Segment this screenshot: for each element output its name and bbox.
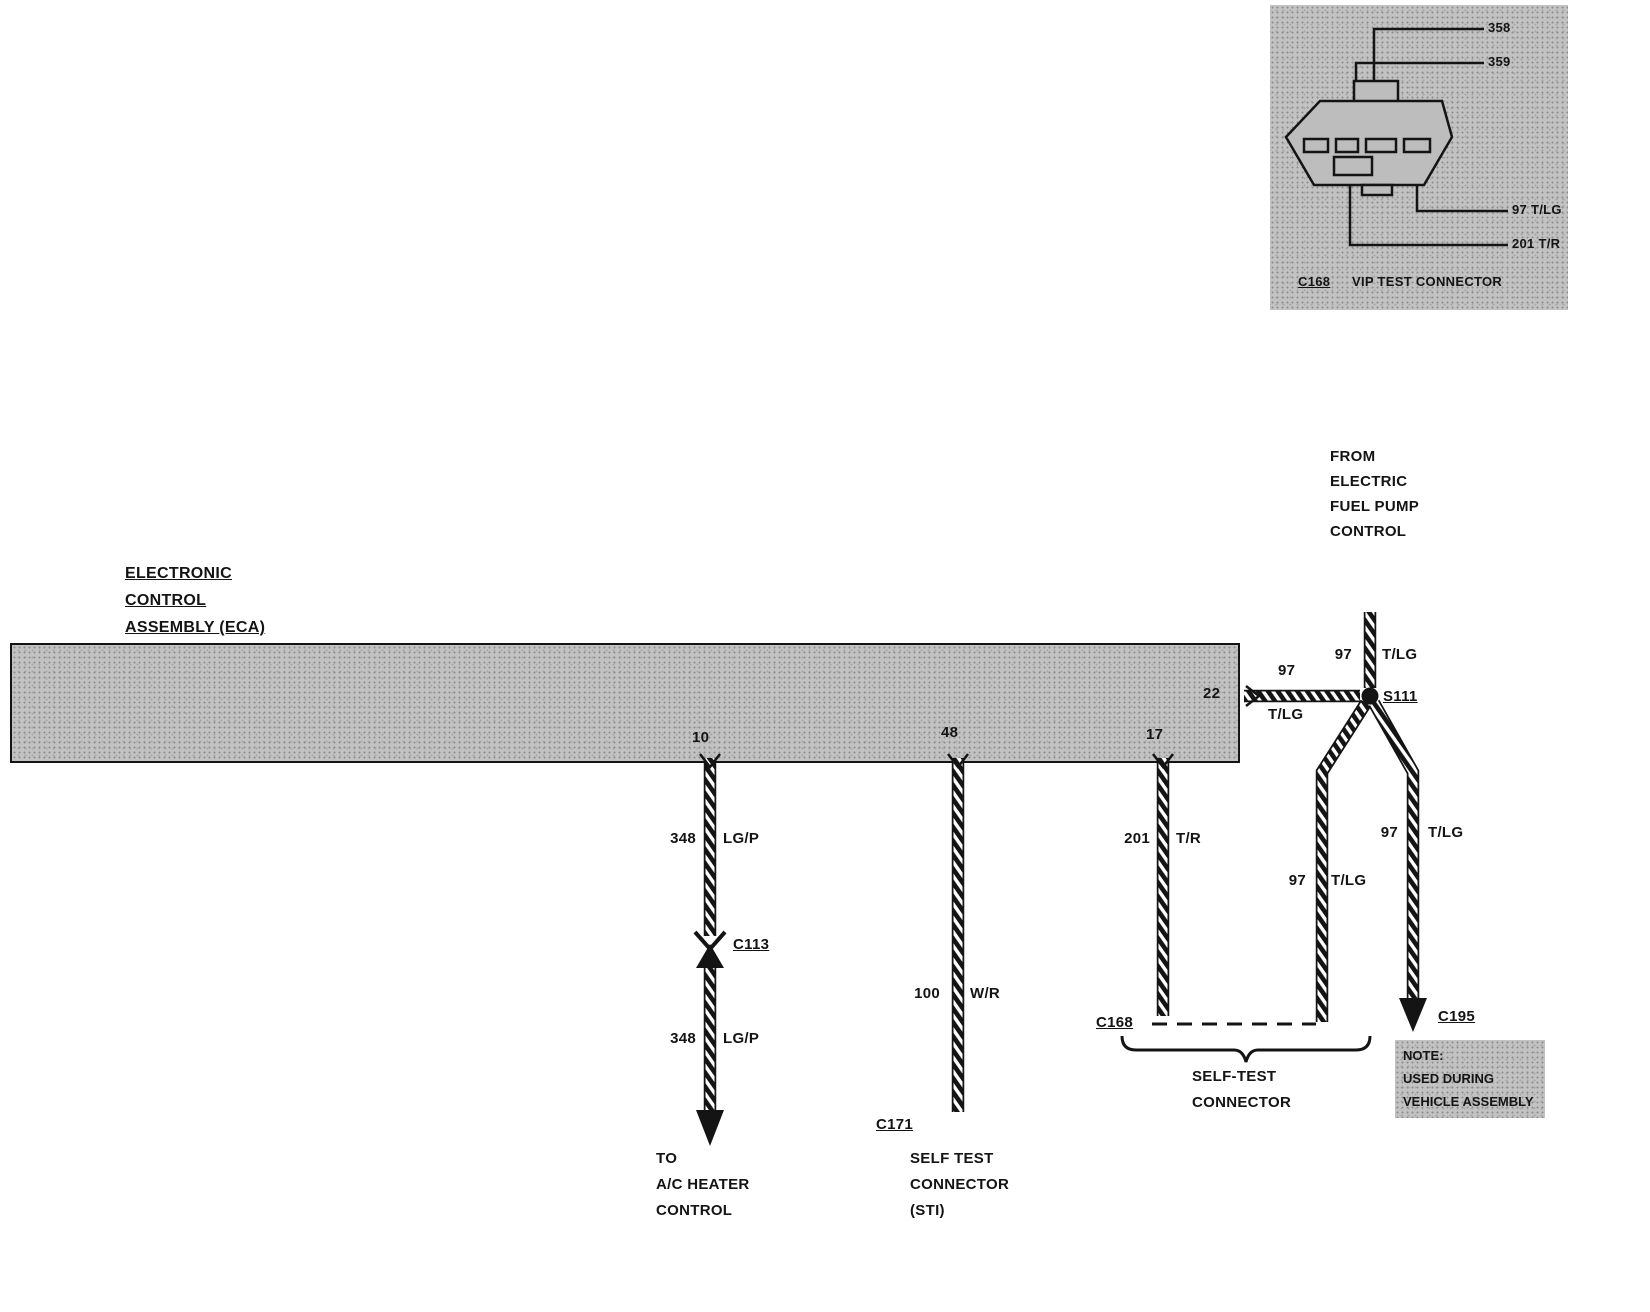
pin10-chevron — [699, 753, 721, 770]
dest-self-test-line1: SELF TEST — [910, 1150, 994, 1167]
s111-splice-dot — [1361, 687, 1379, 705]
wire-97-top-color: T/LG — [1382, 646, 1418, 663]
pin-slot-3 — [1364, 137, 1398, 154]
wire-97-right-number: 97 — [1380, 824, 1398, 841]
pin-slot-4 — [1402, 137, 1432, 154]
wire-348-upper-color: LG/P — [723, 830, 760, 847]
dest-self-test-line2: CONNECTOR — [910, 1176, 1010, 1193]
pin22-chevron — [1245, 685, 1262, 707]
splice-s111-label: S111 — [1383, 688, 1418, 705]
wire-97-left-color: T/LG — [1331, 872, 1367, 889]
pin48-chevron — [947, 753, 969, 770]
wire-348-lower-number: 348 — [670, 1030, 696, 1047]
inset-pin-359: 359 — [1488, 54, 1511, 69]
eca-pin-10: 10 — [692, 729, 710, 746]
wire-348-upper-number: 348 — [670, 830, 696, 847]
eca-title-line2: CONTROL — [125, 592, 207, 609]
wire-100-number: 100 — [914, 985, 940, 1002]
connector-c168-label: C168 — [1096, 1014, 1134, 1031]
dest-self-test-line3: (STI) — [910, 1202, 945, 1219]
c113-connector-symbol — [693, 930, 727, 968]
wire-201-color: T/R — [1176, 830, 1202, 847]
connector-c113-label: C113 — [733, 936, 770, 953]
fuel-pump-note-line1: FROM — [1330, 448, 1376, 465]
eca-title-line3: ASSEMBLY (ECA) — [125, 619, 266, 636]
fuel-pump-note-line4: CONTROL — [1330, 523, 1407, 540]
eca-pin-22: 22 — [1203, 685, 1221, 702]
fuel-pump-note-line2: ELECTRIC — [1330, 473, 1408, 490]
inset-pin-201: 201 T/R — [1512, 236, 1561, 251]
eca-pin-48: 48 — [941, 724, 959, 741]
c195-arrow — [1399, 998, 1427, 1032]
pin-slot-2 — [1334, 137, 1360, 154]
eca-title-line1: ELECTRONIC — [125, 565, 232, 582]
inset-caption-title: VIP TEST CONNECTOR — [1352, 274, 1503, 289]
vip-connector-drawing — [1284, 27, 1508, 247]
connector-c195-label: C195 — [1438, 1008, 1476, 1025]
inset-pin-358: 358 — [1488, 20, 1511, 35]
wire-97-right-color: T/LG — [1428, 824, 1464, 841]
dest-ac-heater-line2: A/C HEATER — [656, 1176, 750, 1193]
self-test-connector-line1: SELF-TEST — [1192, 1068, 1277, 1085]
self-test-connector-line2: CONNECTOR — [1192, 1094, 1292, 1111]
wire-201-number: 201 — [1124, 830, 1150, 847]
pin17-chevron — [1152, 753, 1174, 770]
wire-100-color: W/R — [970, 985, 1001, 1002]
wire-97-top-number: 97 — [1334, 646, 1352, 663]
pin-slot-center — [1332, 155, 1374, 177]
vip-test-connector-inset: 358 359 97 T/LG 201 T/R C168 VIP TEST CO… — [1270, 5, 1568, 310]
pin-slot-1 — [1302, 137, 1330, 154]
wire-97-horizontal-color: T/LG — [1268, 706, 1304, 723]
leader-201 — [1348, 177, 1508, 247]
wire-97-left-branch — [1322, 703, 1366, 1022]
self-test-brace — [1120, 1035, 1372, 1063]
ac-heater-arrow — [696, 1110, 724, 1146]
assembly-note-box: NOTE: USED DURING VEHICLE ASSEMBLY — [1395, 1040, 1545, 1118]
wire-97-right-branch — [1374, 703, 1413, 1000]
wire-97-left-number: 97 — [1288, 872, 1306, 889]
dest-ac-heater-line3: CONTROL — [656, 1202, 733, 1219]
connector-bottom-tab — [1360, 183, 1394, 197]
inset-pin-97: 97 T/LG — [1512, 202, 1562, 217]
dest-ac-heater-line1: TO — [656, 1150, 678, 1167]
leader-358 — [1372, 27, 1484, 83]
wire-97-horizontal-number: 97 — [1278, 662, 1296, 679]
eca-block — [10, 643, 1240, 763]
note-line2: USED DURING — [1403, 1070, 1495, 1086]
connector-c171-label: C171 — [876, 1116, 914, 1133]
fuel-pump-note-line3: FUEL PUMP — [1330, 498, 1420, 515]
wire-348-lower-color: LG/P — [723, 1030, 760, 1047]
connector-latch — [1352, 79, 1400, 105]
inset-caption-id: C168 — [1298, 274, 1331, 289]
note-line3: VEHICLE ASSEMBLY — [1403, 1093, 1534, 1109]
eca-pin-17: 17 — [1146, 726, 1164, 743]
note-line1: NOTE: — [1403, 1048, 1444, 1063]
